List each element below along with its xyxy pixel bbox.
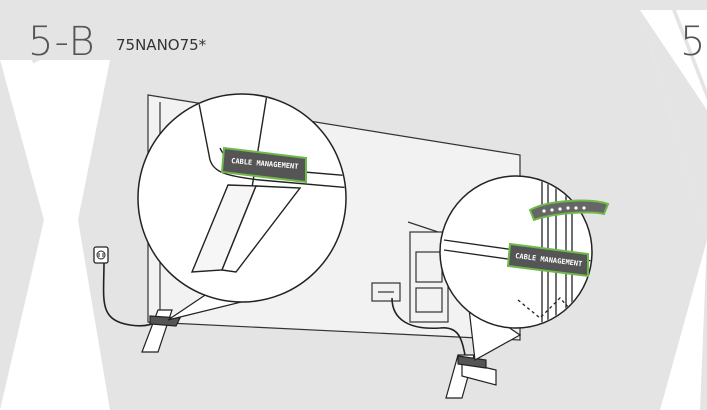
left-step-divider: [0, 60, 78, 410]
left-zoom-circle: CABLE MANAGEMENT: [137, 93, 347, 303]
model-code: 75NANO75*: [116, 36, 207, 54]
right-cable-clip: CABLE MANAGEMENT: [506, 242, 589, 278]
right-stand: [445, 354, 497, 399]
step-number: 5-B: [28, 19, 96, 65]
left-cable-clip: CABLE MANAGEMENT: [220, 146, 307, 184]
right-cable-tie: [528, 199, 610, 222]
wall-outlet-icon: [93, 246, 109, 264]
next-step-number: 5: [680, 19, 706, 65]
right-zoom-circle: CABLE MANAGEMENT: [439, 175, 610, 329]
